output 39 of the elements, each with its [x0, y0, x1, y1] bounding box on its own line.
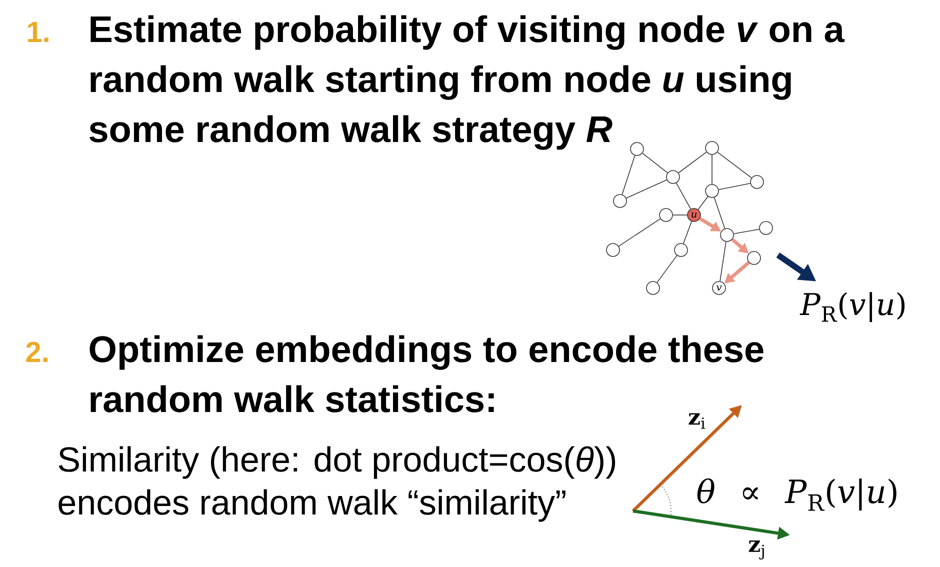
graph-edge — [714, 197, 726, 229]
graph-node — [674, 243, 688, 257]
graph-node — [606, 243, 620, 257]
graph-edge — [642, 152, 668, 174]
vector-label: z$_{i}$ — [688, 413, 706, 429]
graph-edge — [718, 182, 751, 190]
graph-node — [705, 141, 719, 155]
formula-label: θ ∝ P$_{R}$(v|u) — [697, 478, 896, 511]
graph-node — [613, 194, 627, 208]
graph-node — [666, 170, 680, 184]
graph-edge — [720, 241, 726, 282]
heading-text: Optimize embeddings to encode these random walk statistics: — [90, 335, 764, 412]
graph-edge — [678, 152, 707, 174]
graph-edge — [656, 255, 678, 283]
graph-node — [646, 281, 660, 295]
graph-node — [630, 142, 644, 156]
graph-node — [759, 221, 773, 235]
graph-node — [659, 208, 673, 222]
graph-edge — [618, 218, 661, 247]
step-number: 2. — [26, 342, 48, 362]
body-text: Similarity (here: dot product=cos(θ)) encodes random walk “similarity” — [58, 446, 616, 522]
graph-edge — [733, 228, 760, 234]
step-number: 1. — [28, 22, 48, 42]
vector-label: z$_{j}$ — [748, 540, 764, 560]
graph-edge — [683, 221, 692, 244]
graph-edge — [626, 179, 668, 199]
graph-edge — [698, 196, 708, 210]
formula-text: P$_{R}$(v|u) — [800, 292, 905, 322]
graph-node: u — [687, 208, 701, 222]
graph-node — [747, 251, 761, 265]
graph-node — [705, 184, 719, 198]
graph-edge — [622, 155, 636, 195]
graph-edge — [717, 152, 752, 178]
graph-node — [750, 175, 764, 189]
graph-node: v — [712, 281, 726, 295]
graph-edge — [672, 214, 688, 216]
graph-edge — [676, 182, 692, 210]
graph-node — [720, 228, 734, 242]
heading-text: Estimate probability of visiting node v on a random walk starting from node u using some random walk strategy R — [90, 15, 845, 150]
